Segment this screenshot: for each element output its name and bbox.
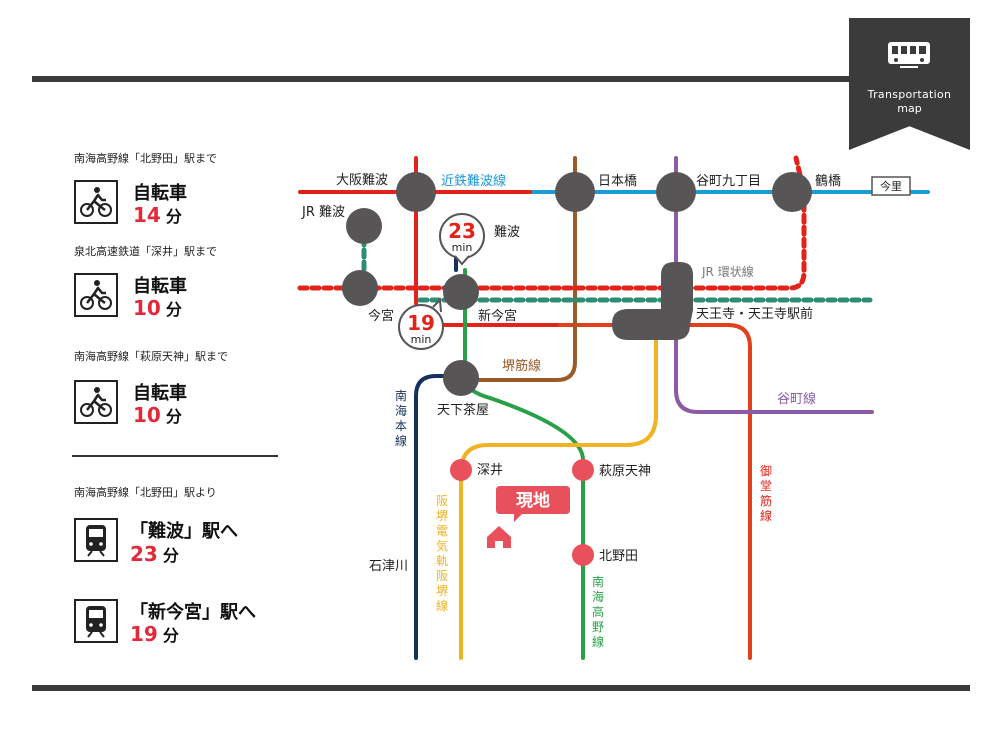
line-label-nankai-main: 南海本線 [395,388,407,448]
route-mode: 自転車 [133,383,187,404]
midosuji-line [558,323,752,660]
train-icon [74,599,118,643]
route-caption: 泉北高速鉄道「深井」駅まで [74,245,217,258]
line-label-midosuji: 御堂筋線 [760,463,772,523]
top-rule [32,76,970,82]
namba-time-bubble: 23 min [439,213,485,266]
line-label-jr-loop: JR 環状線 [701,264,754,279]
train-caption: 南海高野線「北野田」駅より [74,486,217,499]
station-label-fukai: 深井 [477,463,503,478]
station-label-imamiya: 今宮 [368,308,394,324]
station-label-tennoji: 天王寺・天王寺駅前 [696,306,813,322]
station-label-hagiharatenjin: 萩原天神 [599,464,651,479]
section-divider [72,455,278,457]
station-tengachaya [443,360,479,396]
station-label-tengachaya: 天下茶屋 [437,402,489,418]
badge-title: Transportation [867,88,952,101]
station-tennoji [612,262,693,340]
imazato-box [871,176,911,196]
train-destination: 「難波」駅へ [130,521,238,542]
bicycle-icon [74,380,118,424]
bottom-rule [32,685,970,691]
route-caption: 南海高野線「萩原天神」駅まで [74,350,228,363]
station-label-namba: 難波 [494,225,520,240]
jr-loop-line [297,155,807,291]
station-osaka-namba [396,172,436,212]
train-icon [74,518,118,562]
sakaisuji-line [459,156,577,382]
station-tsuruhashi [772,172,812,212]
shin-imamiya-time-unit: min [411,333,432,346]
station-label-ishizugawa: 石津川 [369,559,408,574]
shin-imamiya-time: 19 [407,311,435,335]
bicycle-icon [74,180,118,224]
station-imamiya [342,270,378,306]
nankai-main-line [414,374,463,660]
current-site-marker: 現地 [487,486,570,548]
station-shin-imamiya [443,274,479,310]
station-label-shin-imamiya: 新今宮 [478,308,517,324]
station-label-osaka-namba: 大阪難波 [336,173,388,188]
bicycle-icon [74,273,118,317]
station-label-kitanoda: 北野田 [599,549,638,564]
line-label-tanimachi: 谷町線 [777,391,816,407]
route-mode: 自転車 [133,276,187,297]
tanimachi-line [674,156,874,414]
station-jr-namba [346,208,382,244]
site-label: 現地 [516,490,550,511]
route-caption: 南海高野線「北野田」駅まで [74,152,217,165]
station-fukai [450,459,472,481]
line-label-kintetsu: 近鉄難波線 [441,173,506,189]
shin-imamiya-time-bubble: 19 min [398,297,444,350]
station-label-nipponbashi: 日本橋 [598,174,637,189]
badge-subtitle: map [897,102,922,115]
station-label-jr-namba: JR 難波 [301,205,345,220]
station-nipponbashi [555,172,595,212]
station-tanimachi-9 [656,172,696,212]
line-label-nankai-koya: 南海高野線 [592,574,604,649]
namba-time-unit: min [452,241,473,254]
namba-time: 23 [448,219,476,243]
station-label-imazato: 今里 [880,179,902,193]
line-label-hankai: 阪堺電気軌阪堺線 [436,494,448,613]
home-icon [487,526,511,548]
route-mode: 自転車 [133,183,187,204]
train-icon [888,42,930,68]
train-destination: 「新今宮」駅へ [130,602,256,623]
station-hagiharatenjin [572,459,594,481]
station-label-tsuruhashi: 鶴橋 [815,173,841,189]
station-label-tanimachi: 谷町九丁目 [696,174,761,189]
line-label-sakaisuji: 堺筋線 [502,358,541,374]
station-kitanoda [572,544,594,566]
